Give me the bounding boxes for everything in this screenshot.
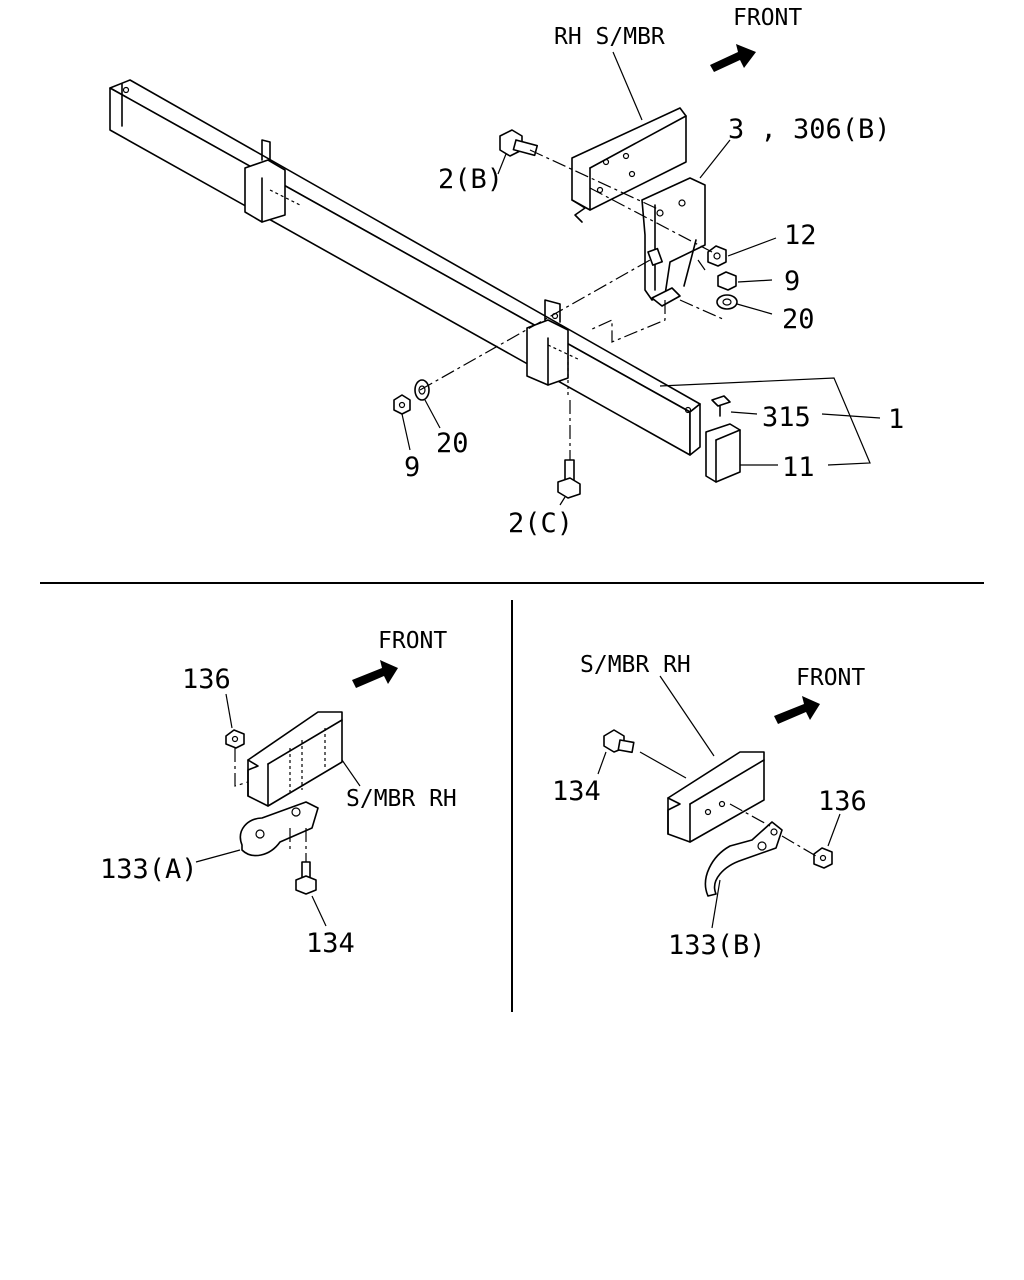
assembly-centerlines bbox=[419, 149, 726, 460]
clip-315 bbox=[711, 395, 731, 417]
nut-9-left bbox=[393, 394, 411, 415]
front-label-br: FRONT bbox=[796, 665, 865, 691]
nut-136-right bbox=[813, 847, 833, 869]
bottom-right-view: FRONT S/MBR RH 134 136 133(B) bbox=[552, 652, 867, 961]
washer-20-right bbox=[716, 294, 738, 310]
cap-11 bbox=[705, 423, 741, 483]
crossmember-beam bbox=[109, 79, 701, 456]
callout-9-left: 9 bbox=[404, 452, 420, 483]
bolt-134-left bbox=[295, 861, 317, 895]
top-view: FRONT RH S/MBR 3 , 306(B) 2(B) 12 9 20 3… bbox=[109, 5, 904, 539]
callout-20-right: 20 bbox=[782, 304, 815, 335]
side-member-left bbox=[247, 711, 343, 807]
callout-9-right: 9 bbox=[784, 266, 800, 297]
arrow-icon bbox=[774, 696, 820, 724]
callout-1: 1 bbox=[888, 404, 904, 435]
callout-133a: 133(A) bbox=[100, 854, 198, 885]
callout-315: 315 bbox=[762, 402, 811, 433]
bottom-left-view: FRONT 136 S/MBR RH 133(A) 134 bbox=[100, 628, 457, 959]
tow-hook-133b bbox=[704, 821, 783, 897]
tow-hook-133a bbox=[239, 801, 319, 857]
callout-134-bl: 134 bbox=[306, 928, 355, 959]
callout-134-br: 134 bbox=[552, 776, 601, 807]
member-label-bl: S/MBR RH bbox=[346, 786, 457, 812]
arrow-icon bbox=[352, 660, 398, 688]
callout-136-bl: 136 bbox=[182, 664, 231, 695]
stud-310 bbox=[647, 247, 663, 266]
member-label-br: S/MBR RH bbox=[580, 652, 691, 678]
arrow-icon bbox=[710, 44, 756, 72]
bracket-3-306b bbox=[641, 177, 706, 307]
member-label-top: RH S/MBR bbox=[554, 24, 665, 50]
bl-centerline bbox=[234, 748, 249, 787]
nut-9-right bbox=[717, 271, 737, 291]
bolt-2c bbox=[557, 459, 581, 499]
front-arrow-top bbox=[710, 44, 756, 72]
top-leaders bbox=[401, 51, 881, 506]
front-label-bl: FRONT bbox=[378, 628, 447, 654]
callout-136-br: 136 bbox=[818, 786, 867, 817]
bolt-2b bbox=[499, 129, 539, 157]
nut-12 bbox=[707, 245, 727, 267]
callout-12: 12 bbox=[784, 220, 817, 251]
nut-136-left bbox=[225, 729, 245, 749]
washer-20-left bbox=[414, 379, 430, 401]
callout-133b: 133(B) bbox=[668, 930, 766, 961]
callout-11: 11 bbox=[782, 452, 815, 483]
callout-3-306b: 3 , 306(B) bbox=[728, 114, 891, 145]
callout-20-left: 20 bbox=[436, 428, 469, 459]
rh-side-member bbox=[571, 107, 687, 223]
callout-2b: 2(B) bbox=[438, 164, 503, 195]
front-label-top: FRONT bbox=[733, 5, 802, 31]
bolt-134-right bbox=[603, 729, 635, 754]
callout-2c: 2(C) bbox=[508, 508, 573, 539]
side-member-right bbox=[667, 751, 765, 843]
